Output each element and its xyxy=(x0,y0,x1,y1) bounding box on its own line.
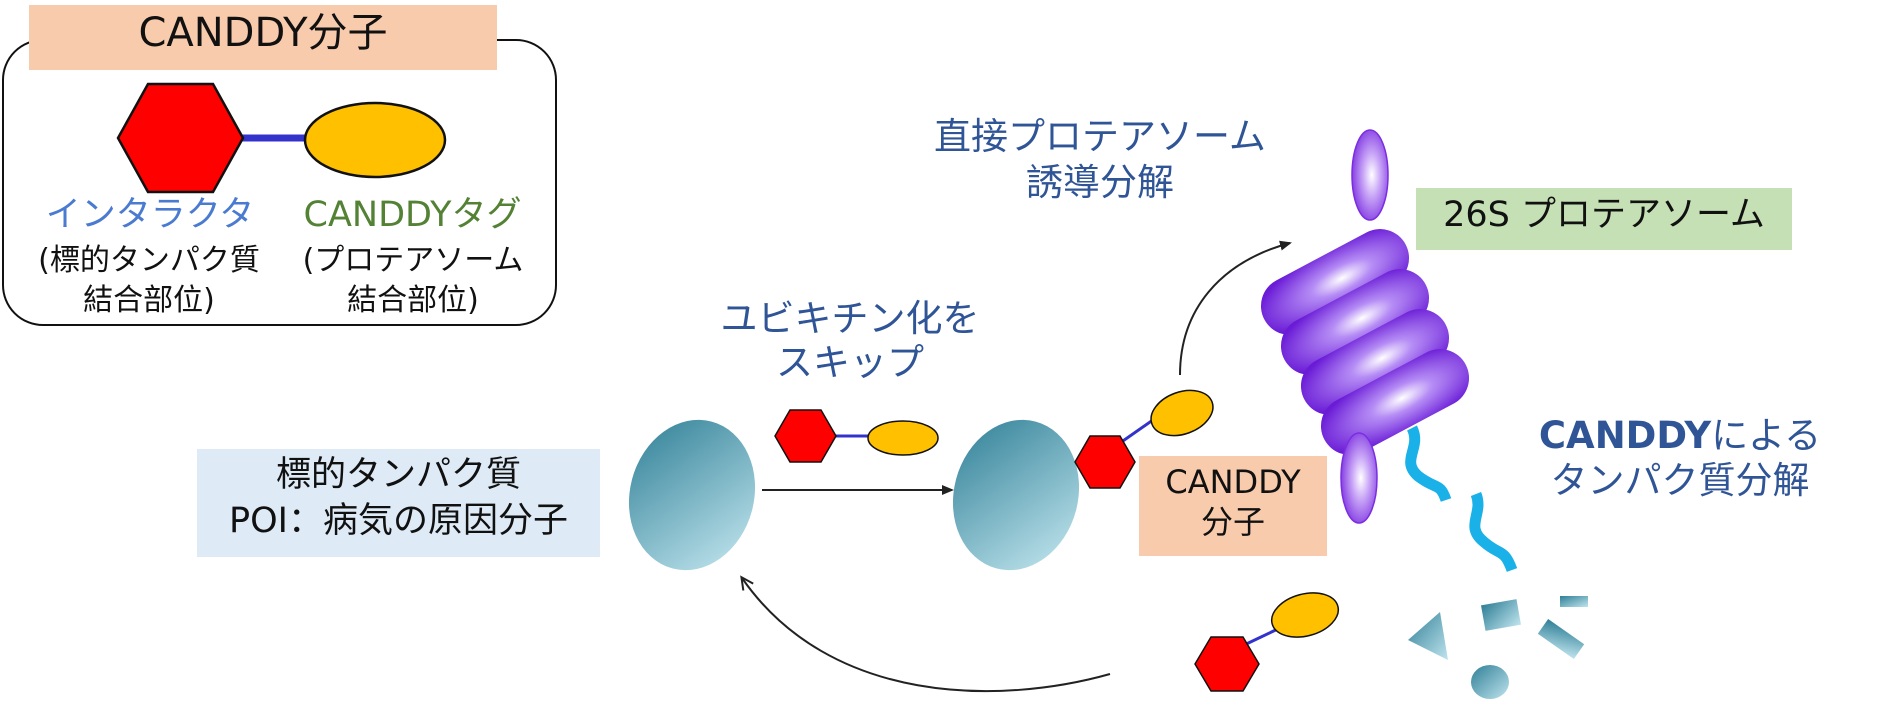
poi-label-line2: POI：病気の原因分子 xyxy=(229,501,568,541)
proteasome-ring xyxy=(1260,229,1410,335)
degradation-label-line1: CANDDYによる xyxy=(1510,413,1850,459)
bound-target-protein xyxy=(952,419,1080,571)
tag-description-line2: 結合部位) xyxy=(347,283,479,318)
degradation-label-rest: による xyxy=(1711,414,1822,457)
proteasome-top-cap xyxy=(1351,129,1389,221)
proteasome-ring xyxy=(1300,309,1450,415)
poi-label-background xyxy=(197,449,600,557)
legend-interactor-hexagon xyxy=(116,82,245,194)
tag-description-line1: (プロテアソーム xyxy=(302,243,524,278)
legend-title: CANDDY分子 xyxy=(138,10,388,56)
protein-fragment xyxy=(1408,612,1448,660)
protein-fragment xyxy=(1481,599,1521,631)
skip-ubiquitination-line2: スキップ xyxy=(776,341,924,384)
interactor-description-line1: (標的タンパク質 xyxy=(38,243,260,278)
bound-canddy-tag xyxy=(1150,389,1214,437)
legend-tag-ellipse xyxy=(303,101,447,179)
interactor-description-line2: 結合部位) xyxy=(83,283,215,318)
protein-fragment xyxy=(1537,619,1585,659)
bound-canddy-interactor xyxy=(1074,435,1136,489)
peptide-chain xyxy=(1469,491,1518,573)
proteasome-ring xyxy=(1280,269,1430,375)
poi-label-line1: 標的タンパク質 xyxy=(275,455,521,495)
degradation-label-line2: タンパク質分解 xyxy=(1550,459,1810,502)
free-canddy-interactor xyxy=(774,409,837,463)
direct-degradation-line1: 直接プロテアソーム xyxy=(934,115,1266,158)
proteasome-arrow xyxy=(1179,240,1292,376)
target-protein xyxy=(628,419,756,571)
protein-fragment xyxy=(1560,596,1588,607)
proteasome-core xyxy=(1260,229,1470,455)
direct-degradation-line2: 誘導分解 xyxy=(1026,161,1174,204)
degradation-label-bold: CANDDY xyxy=(1538,414,1712,457)
canddy-tag-label: CANDDYタグ xyxy=(303,195,522,235)
proteasome-label-background xyxy=(1416,188,1792,250)
skip-ubiquitination-line1: ユビキチン化を xyxy=(720,297,980,340)
canddy-molecule-label-line2: 分子 xyxy=(1200,503,1265,541)
proteasome-bottom-cap xyxy=(1340,432,1378,524)
proteasome-label: 26S プロテアソーム xyxy=(1443,195,1765,235)
recycled-canddy-tag xyxy=(1270,592,1340,638)
protein-fragment xyxy=(1471,665,1509,699)
recycled-canddy-interactor xyxy=(1194,636,1260,692)
legend-title-background xyxy=(29,5,497,70)
free-canddy-tag xyxy=(867,420,939,456)
canddy-molecule-label-line1: CANDDY xyxy=(1165,463,1301,501)
peptide-chain xyxy=(1405,425,1452,502)
interactor-label: インタラクタ xyxy=(45,195,255,235)
canddy-molecule-label-background xyxy=(1139,456,1327,556)
proteasome-ring xyxy=(1320,349,1470,455)
recycling-arrow xyxy=(740,575,1111,693)
